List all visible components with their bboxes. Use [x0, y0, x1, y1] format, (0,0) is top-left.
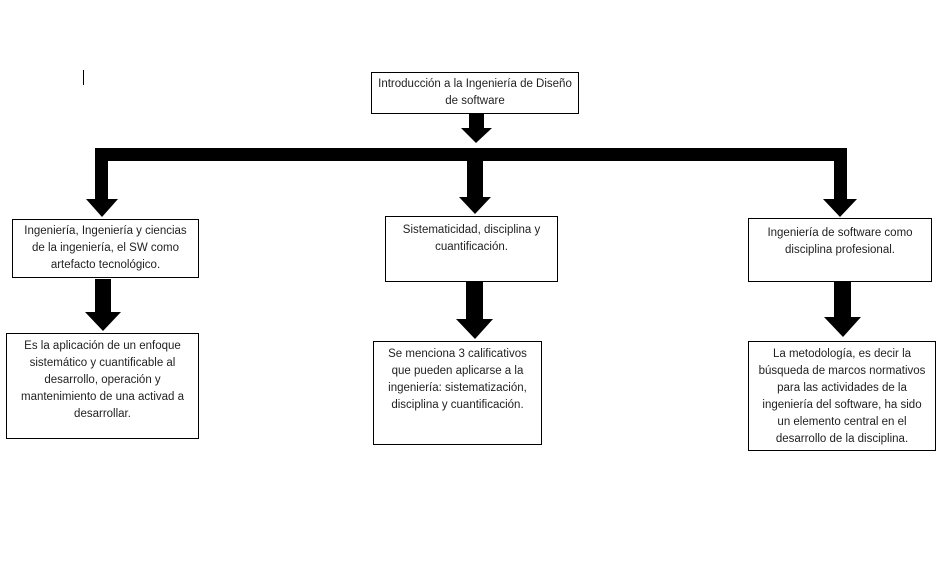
branch-node-center-text: Sistematicidad, disciplina y cuantificac… [402, 224, 541, 253]
arrow-right-down [823, 199, 857, 217]
arrow-left-detail [85, 279, 121, 331]
detail-node-left-text: Es la aplicación de un enfoque sistemáti… [20, 340, 185, 420]
arrow-right-detail [824, 282, 861, 337]
branch-node-right-text: Ingeniería de software como disciplina p… [767, 227, 913, 256]
arrow-root-down [461, 114, 492, 143]
branch-node-left-text: Ingeniería, Ingeniería y ciencias de la … [24, 225, 187, 271]
branch-node-right[interactable]: Ingeniería de software como disciplina p… [748, 218, 932, 282]
branch-node-left[interactable]: Ingeniería, Ingeniería y ciencias de la … [12, 219, 199, 278]
detail-node-left[interactable]: Es la aplicación de un enfoque sistemáti… [6, 333, 199, 439]
detail-node-center-text: Se menciona 3 calificativos que pueden a… [388, 348, 527, 411]
branch-node-center[interactable]: Sistematicidad, disciplina y cuantificac… [385, 216, 558, 282]
distribution-bar [95, 148, 847, 200]
text-cursor [83, 70, 84, 85]
root-node[interactable]: Introducción a la Ingeniería de Diseño d… [371, 72, 579, 114]
root-node-text: Introducción a la Ingeniería de Diseño d… [378, 78, 572, 107]
detail-node-center[interactable]: Se menciona 3 calificativos que pueden a… [373, 341, 542, 445]
arrow-left-down [86, 199, 118, 217]
detail-node-right-text: La metodología, es decir la búsqueda de … [758, 348, 926, 445]
arrow-center-down [459, 161, 491, 214]
arrow-center-detail [456, 282, 493, 339]
detail-node-right[interactable]: La metodología, es decir la búsqueda de … [748, 341, 936, 451]
